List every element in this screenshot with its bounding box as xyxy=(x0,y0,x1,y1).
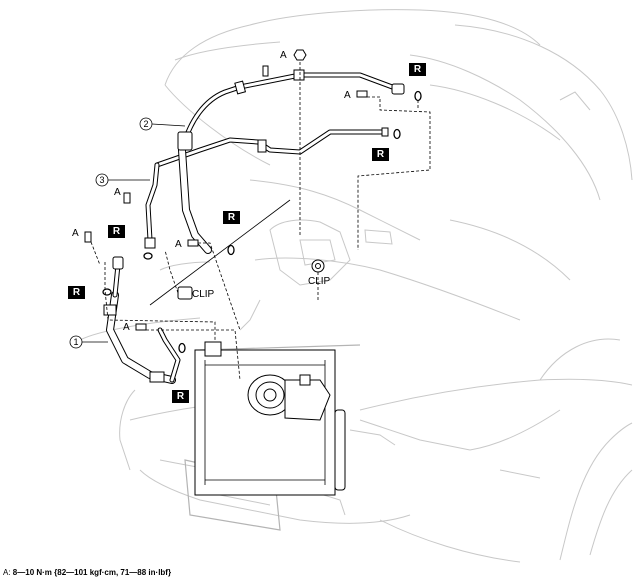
label-a-lower: A xyxy=(123,322,130,333)
pipe-joint-mid xyxy=(257,139,267,153)
condenser-block xyxy=(204,341,222,357)
footnote-prefix: A: xyxy=(3,568,11,577)
receiver-drier xyxy=(334,409,346,491)
fasteners xyxy=(84,49,368,331)
bolt-left xyxy=(84,231,92,243)
leader-lines xyxy=(82,62,431,381)
svg-text:R: R xyxy=(414,64,422,75)
svg-text:3: 3 xyxy=(99,175,104,185)
r-badge-left: R xyxy=(68,286,85,299)
bolt-lower xyxy=(135,323,147,331)
label-a-hose: A xyxy=(175,239,182,250)
condenser xyxy=(194,341,346,496)
cooler-pipe-2 xyxy=(154,65,405,168)
pipe3-fitting xyxy=(144,237,156,249)
cooler-hose-1 xyxy=(103,131,212,384)
r-badge-right: R xyxy=(372,148,389,161)
cooler-pipe-3 xyxy=(144,162,160,249)
clip-label-right: CLIP xyxy=(308,276,331,287)
torque-labels: A A A A A A xyxy=(72,50,351,333)
r-badge-upper-right: R xyxy=(409,63,426,76)
r-badge-hose: R xyxy=(223,211,240,224)
svg-text:R: R xyxy=(228,212,236,223)
o-ring-hose xyxy=(227,244,235,256)
svg-text:2: 2 xyxy=(143,119,148,129)
condenser-core xyxy=(194,349,336,496)
pipe-end-right xyxy=(381,127,389,137)
label-a-pipe3: A xyxy=(114,187,121,198)
svg-text:R: R xyxy=(73,287,81,298)
replace-badges: R R R R R R xyxy=(68,63,426,403)
o-ring-left xyxy=(102,288,112,296)
hose-crimp-lower xyxy=(149,371,165,383)
torque-footnote: A: 8—10 N·m {82—101 kgf·cm, 71—88 in·lbf… xyxy=(3,568,171,577)
callout-part-3: 3 xyxy=(95,173,109,187)
compressor xyxy=(247,374,331,421)
bolt-hose-mid xyxy=(187,239,199,247)
callout-part-1: 1 xyxy=(69,335,83,349)
label-a-upper-right: A xyxy=(344,90,351,101)
o-ring-pipe3 xyxy=(143,252,153,260)
r-badge-pipe3: R xyxy=(108,225,125,238)
clip-label-left: CLIP xyxy=(192,289,215,300)
label-a-left: A xyxy=(72,228,79,239)
charge-valve xyxy=(262,65,269,77)
pipe-joint-top xyxy=(234,80,247,95)
o-ring-upper-right xyxy=(414,90,422,102)
hose-sleeve xyxy=(177,131,193,151)
svg-text:1: 1 xyxy=(73,337,78,347)
svg-text:R: R xyxy=(113,226,121,237)
pipe-flange-right xyxy=(391,83,405,95)
hose-crimp xyxy=(103,304,117,316)
footnote-value: 8—10 N·m {82—101 kgf·cm, 71—88 in·lbf} xyxy=(12,568,172,577)
bolt-pipe3 xyxy=(123,192,131,204)
vehicle-outline xyxy=(79,9,633,563)
o-ring-lower xyxy=(178,342,186,354)
nut-top xyxy=(293,49,307,61)
label-a-top: A xyxy=(280,50,287,61)
clip-left xyxy=(177,286,193,300)
svg-text:R: R xyxy=(377,149,385,160)
pipe-clamp-top xyxy=(293,69,305,81)
o-ring-right xyxy=(393,128,401,140)
callout-part-2: 2 xyxy=(139,117,153,131)
hose-fitting-upper xyxy=(112,256,124,270)
bolt-upper-right xyxy=(356,90,368,98)
svg-text:R: R xyxy=(177,391,185,402)
r-badge-lower: R xyxy=(172,390,189,403)
